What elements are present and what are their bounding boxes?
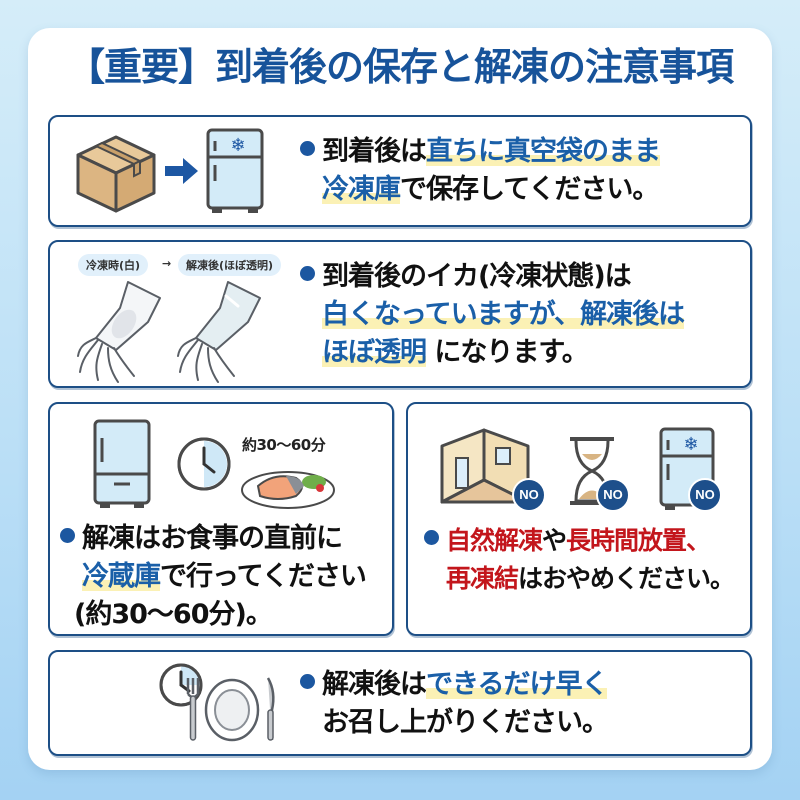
prohibited-message: 自然解凍や長時間放置、 再凍結はおやめください。	[424, 522, 735, 598]
text-normal: で保存してください。	[400, 174, 659, 205]
bullet-icon	[424, 530, 439, 545]
translucent-squid-icon	[177, 281, 261, 383]
fork-plate-knife-icon	[186, 677, 275, 742]
eat-soon-message: 解凍後はできるだけ早く お召し上がりください。	[300, 666, 609, 742]
text-normal: になります。	[426, 337, 588, 368]
text-normal: 解凍後は	[322, 669, 427, 700]
frozen-label: 冷凍時(白)	[78, 254, 149, 276]
page-title: 【重要】到着後の保存と解凍の注意事項	[66, 45, 734, 89]
text-highlight: 冷凍庫	[322, 174, 401, 205]
cardboard-box-icon	[76, 135, 156, 213]
arrow-label: →	[162, 257, 172, 270]
freezer-fridge-icon: ❄	[206, 128, 264, 213]
prohibited-panel: NO NO ❄ NO 自然解凍や長時間放置、 再凍結はおやめください。	[406, 402, 752, 636]
text-normal: はおやめください。	[518, 564, 735, 593]
text-highlight: できるだけ早く	[426, 669, 608, 700]
text-normal: 到着後のイカ(冷凍状態)は	[322, 261, 632, 292]
no-badge: NO	[596, 478, 630, 512]
eat-soon-panel: 解凍後はできるだけ早く お召し上がりください。	[48, 650, 752, 756]
text-highlight: ほぼ透明	[322, 337, 427, 368]
bullet-icon	[60, 528, 75, 543]
no-badge: NO	[688, 478, 722, 512]
room-icon	[440, 428, 530, 504]
text-normal: お召し上がりください。	[322, 707, 609, 738]
clock-icon	[177, 437, 231, 491]
appearance-panel: 冷凍時(白) → 解凍後(ほぼ透明) 到着後のイカ(冷凍状態)は 白くなっていま…	[48, 240, 752, 388]
thawed-label: 解凍後(ほぼ透明)	[178, 254, 282, 276]
arrow-right-icon	[165, 158, 198, 184]
storage-panel: ❄ 到着後は直ちに真空袋のまま 冷凍庫で保存してください。	[48, 115, 752, 227]
text-normal: (約30〜60分)。	[74, 599, 273, 630]
refrigerator-icon	[93, 419, 151, 508]
text-normal: で行ってください	[160, 561, 367, 592]
text-warning: 自然解凍	[446, 526, 543, 555]
thawing-panel: 約30〜60分 解凍はお食事の直前に 冷蔵庫で行ってください (約30〜60分)…	[48, 402, 394, 636]
text-highlight: 冷蔵庫	[82, 561, 161, 592]
thawing-message: 解凍はお食事の直前に 冷蔵庫で行ってください (約30〜60分)。	[60, 520, 367, 634]
svg-text:❄: ❄	[230, 135, 245, 156]
text-warning: 再凍結	[446, 564, 519, 593]
text-normal: や	[542, 526, 567, 555]
no-badge: NO	[512, 478, 546, 512]
storage-message: 到着後は直ちに真空袋のまま 冷凍庫で保存してください。	[300, 133, 661, 209]
thaw-time-label: 約30〜60分	[242, 436, 326, 454]
text-normal: 解凍はお食事の直前に	[82, 523, 343, 554]
text-warning: 長時間放置、	[566, 526, 711, 555]
white-squid-icon	[77, 281, 161, 383]
appearance-message: 到着後のイカ(冷凍状態)は 白くなっていますが、解凍後は ほぼ透明 になります。	[300, 258, 685, 372]
svg-text:❄: ❄	[683, 434, 698, 455]
bullet-icon	[300, 266, 315, 281]
bullet-icon	[300, 674, 315, 689]
bullet-icon	[300, 141, 315, 156]
text-highlight: 白くなっていますが、解凍後は	[322, 299, 685, 330]
clock-icon	[159, 663, 203, 707]
text-highlight: 直ちに真空袋のまま	[426, 136, 661, 167]
grilled-fish-plate-icon	[241, 471, 335, 509]
text-normal: 到着後は	[322, 136, 427, 167]
